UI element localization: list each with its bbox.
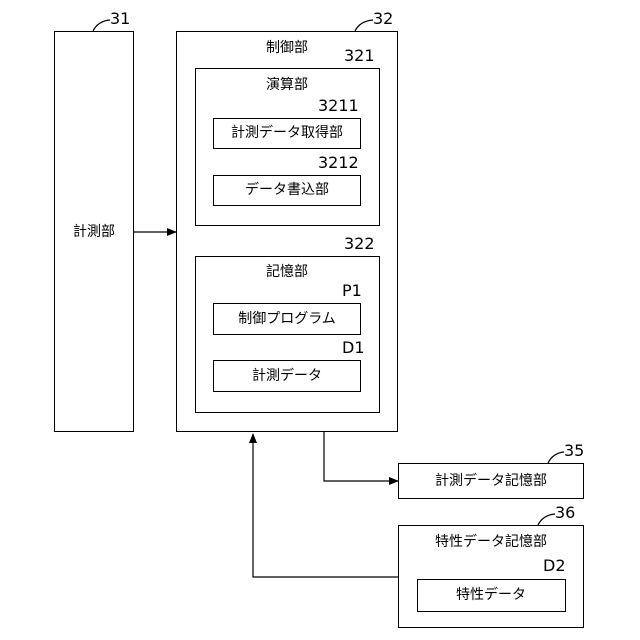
ref-32: 32	[373, 10, 393, 28]
leader-35	[548, 452, 564, 463]
data-writing-label: データ書込部	[245, 182, 329, 198]
measurement-data-storage-label: 計測データ記憶部	[435, 473, 547, 489]
ref-3211: 3211	[318, 97, 359, 115]
arrow-characteristic-storage-to-control	[253, 434, 398, 577]
control-program-label: 制御プログラム	[238, 311, 336, 327]
ref-d2: D2	[543, 557, 566, 575]
measurement-data-label: 計測データ	[252, 368, 322, 384]
ref-31: 31	[110, 10, 130, 28]
ref-d1: D1	[342, 339, 365, 357]
leader-36	[538, 514, 555, 525]
control-unit-label: 制御部	[266, 40, 308, 56]
storage-unit-label: 記憶部	[266, 264, 308, 280]
characteristic-data-label: 特性データ	[456, 587, 526, 603]
ref-35: 35	[564, 442, 584, 460]
ref-3212: 3212	[318, 154, 359, 172]
arrow-control-to-measurement-storage	[324, 432, 398, 481]
characteristic-data-storage-label: 特性データ記憶部	[435, 534, 547, 550]
ref-36: 36	[555, 504, 575, 522]
ref-322: 322	[344, 235, 375, 253]
leader-32	[355, 20, 373, 31]
ref-321: 321	[344, 47, 375, 65]
arithmetic-unit-label: 演算部	[266, 77, 308, 93]
leader-31	[93, 20, 110, 31]
measurement-unit-label: 計測部	[73, 224, 115, 240]
measurement-data-acquisition-label: 計測データ取得部	[231, 125, 343, 141]
ref-p1: P1	[342, 282, 362, 300]
